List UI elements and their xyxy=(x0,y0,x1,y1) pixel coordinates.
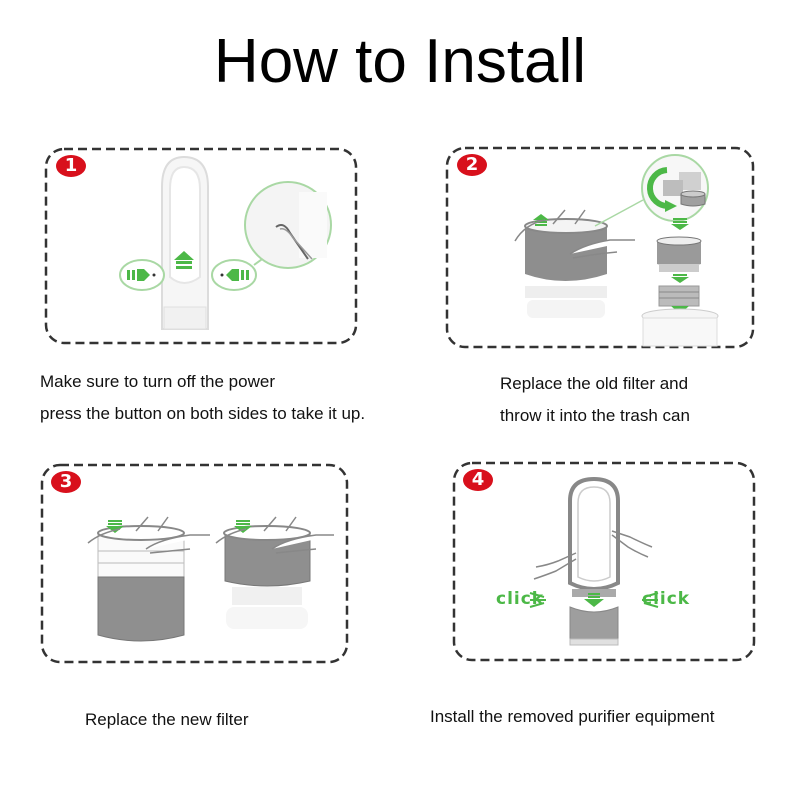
step-3-panel: 3 xyxy=(40,463,349,664)
step-4-panel: 4 click click xyxy=(452,461,756,662)
step-1-caption: Make sure to turn off the power press th… xyxy=(40,366,365,430)
step-4-caption: Install the removed purifier equipment xyxy=(430,701,714,733)
new-filter-illustration xyxy=(87,516,334,642)
step-badge: 1 xyxy=(56,155,86,177)
caption-line: Replace the old filter and xyxy=(500,374,689,393)
dashed-frame xyxy=(40,463,349,664)
step-badge: 4 xyxy=(463,469,493,491)
click-label-left: click xyxy=(496,589,545,609)
down-arrow-icon xyxy=(584,599,604,607)
caption-line: Install the removed purifier equipment xyxy=(430,707,715,726)
dashed-frame xyxy=(445,146,755,349)
dashed-frame xyxy=(44,147,358,345)
step-2-panel: 2 xyxy=(445,146,755,349)
step-badge: 3 xyxy=(51,471,81,493)
tower-reattach-illustration xyxy=(529,476,659,646)
caption-line: throw it into the trash can xyxy=(500,406,690,425)
caption-line: Make sure to turn off the power xyxy=(40,372,275,391)
step-2-caption: Replace the old filter and throw it into… xyxy=(500,368,690,432)
click-lines-right-icon xyxy=(642,592,659,608)
step-1-panel: 1 xyxy=(44,147,358,345)
step-3-caption: Replace the new filter xyxy=(85,704,248,736)
caption-line: Replace the new filter xyxy=(85,710,249,729)
page-title: How to Install xyxy=(213,27,587,96)
filter-replacement-illustration xyxy=(514,154,719,347)
click-label-right: click xyxy=(642,589,691,609)
step-badge: 2 xyxy=(457,154,487,176)
caption-line: press the button on both sides to take i… xyxy=(40,404,366,423)
tower-purifier-illustration xyxy=(119,155,332,330)
up-arrow-icon xyxy=(174,251,194,260)
click-lines-left-icon xyxy=(529,592,546,608)
rotate-arrow-icon xyxy=(646,167,670,210)
dashed-frame xyxy=(452,461,756,662)
